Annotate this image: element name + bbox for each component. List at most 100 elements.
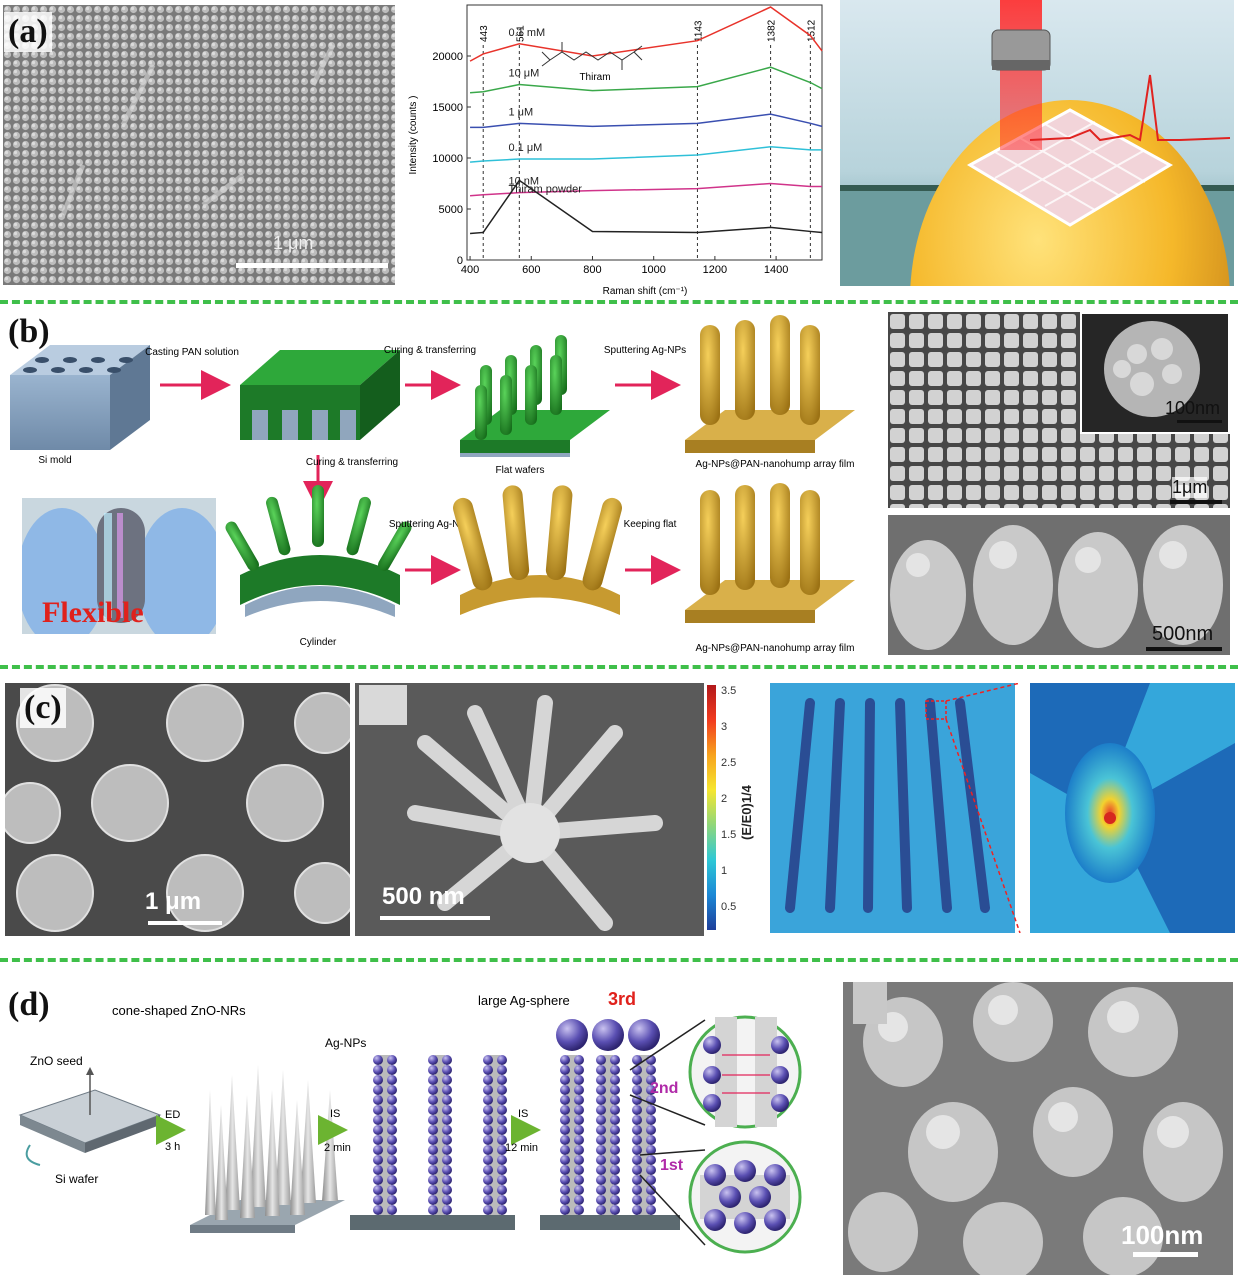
ag-nanoparticle	[610, 1185, 620, 1195]
ag-nanoparticle	[632, 1165, 642, 1175]
plot-frame	[466, 4, 823, 261]
series-line	[470, 182, 822, 197]
ag-nanoparticle	[483, 1115, 493, 1125]
label-si-mold: Si mold	[38, 455, 71, 466]
sem-c-left-scale-bar	[148, 921, 222, 925]
ag-nanoparticle	[373, 1095, 383, 1105]
gold-cylinder-pillars	[453, 485, 622, 615]
colorbar-tick-4: 1.5	[721, 829, 737, 841]
panel-b-sem-bottom: 500nm	[888, 515, 1230, 655]
ag-nanoparticle	[632, 1055, 642, 1065]
flexible-film-photo	[22, 508, 216, 634]
ag-nanoparticle	[610, 1135, 620, 1145]
ag-nanoparticle	[610, 1125, 620, 1135]
label-3rd: 3rd	[608, 989, 636, 1009]
ag-nanoparticle	[560, 1155, 570, 1165]
panel-tag-a: (a)	[4, 12, 52, 52]
ag-nanoparticle	[574, 1075, 584, 1085]
label-is-1: IS	[330, 1108, 340, 1120]
ag-nanoparticle	[574, 1165, 584, 1175]
colorbar-tick-5: 1	[721, 865, 728, 877]
ag-nanoparticle	[560, 1205, 570, 1215]
ag-nanoparticle	[373, 1175, 383, 1185]
ag-nanoparticle	[560, 1105, 570, 1115]
ag-nanoparticle	[373, 1085, 383, 1095]
ag-nanoparticle	[387, 1155, 397, 1165]
ag-nanoparticle	[428, 1135, 438, 1145]
sem-bottom-scale-bar	[1146, 647, 1222, 651]
ag-nanoparticle	[428, 1155, 438, 1165]
x-tick-label: 1000	[641, 264, 665, 276]
ag-nanoparticle	[610, 1085, 620, 1095]
ag-nanoparticle	[373, 1075, 383, 1085]
label-ed-time: 3 h	[165, 1141, 180, 1153]
colorbar-tick-3: 2	[721, 793, 728, 805]
colorbar-tick-0: 3.5	[721, 685, 737, 697]
label-film-1: Ag-NPs@PAN-nanohump array film	[696, 459, 855, 470]
ag-nanoparticle	[574, 1055, 584, 1065]
label-casting: Casting PAN solution	[145, 347, 239, 358]
ag-nanoparticle	[596, 1155, 606, 1165]
ag-nanoparticle	[574, 1095, 584, 1105]
scale-bar-label: 1 μm	[273, 233, 314, 253]
ag-nanoparticle	[632, 1135, 642, 1145]
ag-nanoparticle	[646, 1185, 656, 1195]
ag-nanoparticle	[387, 1145, 397, 1155]
ag-nanoparticle	[442, 1195, 452, 1205]
series-line	[470, 113, 823, 129]
ag-nanoparticle	[442, 1185, 452, 1195]
x-tick-label: 800	[583, 264, 601, 276]
ag-nanoparticle	[442, 1075, 452, 1085]
ag-nanoparticle	[373, 1115, 383, 1125]
ag-nanoparticle	[632, 1195, 642, 1205]
ag-nanoparticle	[574, 1155, 584, 1165]
ag-nanoparticle	[574, 1145, 584, 1155]
colorbar-label: (E/E0)1/4	[739, 785, 754, 840]
ag-nanoparticle	[497, 1095, 507, 1105]
y-tick-label: 10000	[432, 153, 463, 165]
x-axis-label: Raman shift (cm⁻¹)	[603, 286, 688, 297]
ag-nanoparticle	[483, 1185, 493, 1195]
ag-nanoparticle	[632, 1155, 642, 1165]
ag-nanoparticle	[428, 1205, 438, 1215]
ag-nanoparticle	[560, 1055, 570, 1065]
ag-nanoparticle	[610, 1175, 620, 1185]
ag-nanoparticle	[387, 1055, 397, 1065]
ag-nanoparticle	[387, 1105, 397, 1115]
label-curing-1: Curing & transferring	[384, 345, 476, 356]
ag-nanoparticle	[387, 1185, 397, 1195]
ag-nanoparticle	[574, 1175, 584, 1185]
nanorod-cluster-texture	[355, 683, 704, 936]
series-line	[469, 6, 823, 62]
divider-ab	[0, 300, 1238, 304]
inset-scale-label: 100nm	[1165, 398, 1221, 418]
label-cylinder: Cylinder	[300, 637, 337, 648]
ag-nanoparticle	[387, 1195, 397, 1205]
colorbar-gradient	[707, 685, 716, 930]
sphere-rods-texture	[843, 982, 1233, 1275]
field-map	[770, 683, 1235, 933]
label-ag-nps: Ag-NPs	[325, 1036, 366, 1050]
ag-nanoparticle	[428, 1165, 438, 1175]
ag-nanoparticle	[560, 1065, 570, 1075]
ag-nanoparticle	[596, 1185, 606, 1195]
sem-c-left-scale-label: 1 μm	[145, 888, 202, 915]
ag-nanoparticle	[610, 1145, 620, 1155]
ag-nanoparticle	[596, 1145, 606, 1155]
ag-nanoparticle	[373, 1205, 383, 1215]
ag-nanoparticle	[387, 1095, 397, 1105]
label-2nd: 2nd	[650, 1080, 678, 1097]
ag-nanoparticle	[373, 1165, 383, 1175]
y-tick-label: 20000	[432, 51, 463, 63]
ag-nanoparticle	[596, 1195, 606, 1205]
ag-nanoparticle	[610, 1165, 620, 1175]
label-is-2-time: 12 min	[505, 1142, 538, 1154]
rod-core	[380, 1055, 390, 1215]
flexible-label: Flexible	[42, 596, 144, 629]
ag-nanoparticle	[632, 1075, 642, 1085]
ag-nanoparticle	[497, 1185, 507, 1195]
zno-seed-wafer	[18, 1067, 162, 1166]
pan-slab	[240, 350, 400, 440]
label-is-1-time: 2 min	[324, 1142, 351, 1154]
panel-tag-c: (c)	[20, 688, 66, 728]
